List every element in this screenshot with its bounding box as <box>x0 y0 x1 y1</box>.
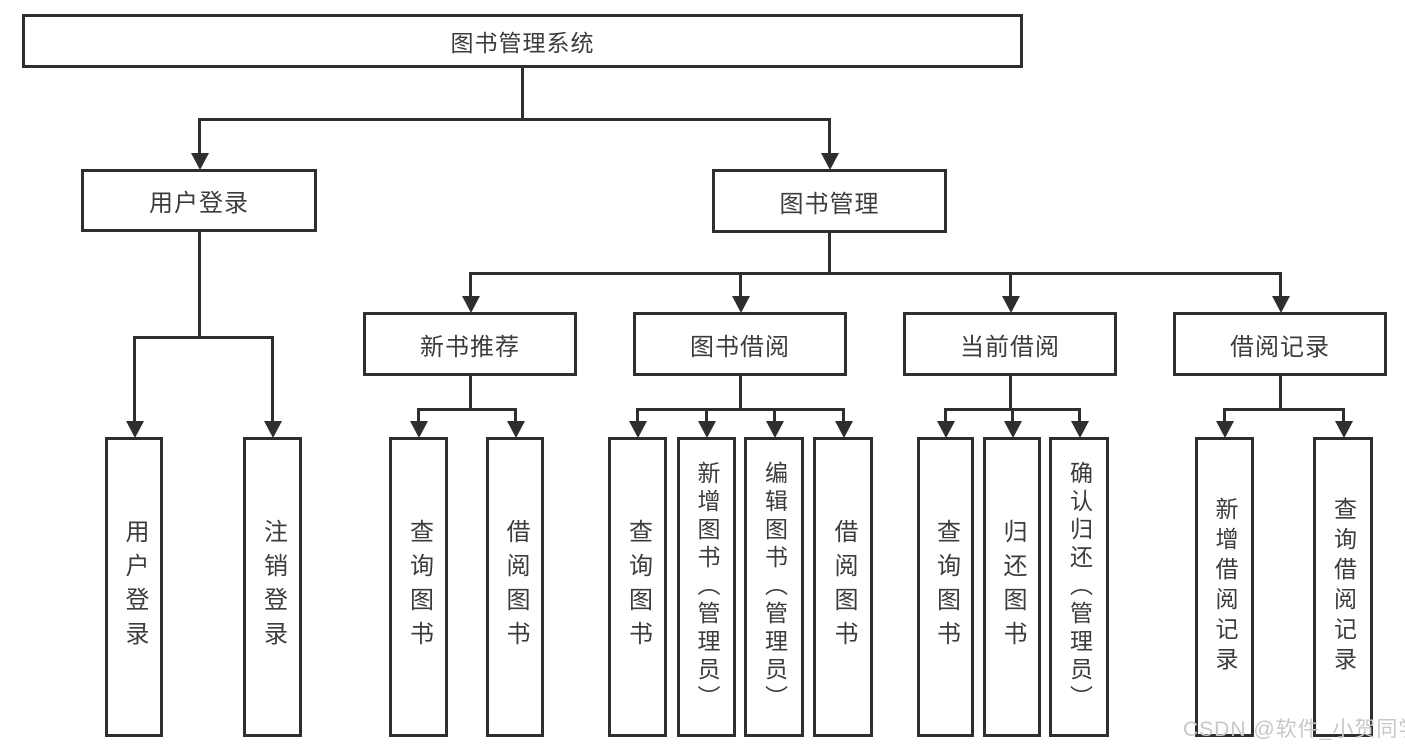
node-user-login: 用户登录 <box>81 169 317 232</box>
connector-line <box>739 376 742 408</box>
connector-line <box>417 408 517 411</box>
leaf-borrow-query: 查询图书 <box>608 437 667 737</box>
leaf-label: 查询图书 <box>624 519 652 655</box>
connector-line <box>944 408 947 424</box>
leaf-borrow-add-admin: 新增图书（管理员） <box>677 437 736 737</box>
node-library-system: 图书管理系统 <box>22 14 1023 68</box>
leaf-label: 查询借阅记录 <box>1330 497 1357 677</box>
arrow-down-icon <box>821 153 839 170</box>
leaf-current-query: 查询图书 <box>917 437 974 737</box>
connector-line <box>198 118 201 156</box>
node-book-management: 图书管理 <box>712 169 947 233</box>
connector-line <box>828 233 831 272</box>
connector-line <box>198 232 201 336</box>
leaf-label: 确认归还（管理员） <box>1066 461 1093 713</box>
connector-line <box>469 376 472 408</box>
connector-line <box>842 408 845 424</box>
connector-line <box>514 408 517 424</box>
connector-line <box>1078 408 1081 424</box>
leaf-records-add: 新增借阅记录 <box>1195 437 1254 737</box>
leaf-borrow-borrow: 借阅图书 <box>813 437 873 737</box>
connector-line <box>469 272 472 298</box>
arrow-down-icon <box>191 153 209 170</box>
leaf-current-confirm-admin: 确认归还（管理员） <box>1049 437 1109 737</box>
arrow-down-icon <box>835 421 853 438</box>
connector-line <box>1342 408 1345 424</box>
arrow-down-icon <box>1071 421 1089 438</box>
node-book-borrow: 图书借阅 <box>633 312 847 376</box>
connector-line <box>1223 408 1226 424</box>
connector-line <box>1279 272 1282 298</box>
connector-line <box>739 272 742 298</box>
leaf-label: 编辑图书（管理员） <box>761 461 788 713</box>
arrow-down-icon <box>462 296 480 313</box>
arrow-down-icon <box>1004 421 1022 438</box>
arrow-down-icon <box>1335 421 1353 438</box>
arrow-down-icon <box>732 296 750 313</box>
connector-line <box>469 272 1282 275</box>
arrow-down-icon <box>698 421 716 438</box>
connector-line <box>1009 272 1012 298</box>
connector-line <box>271 336 274 424</box>
connector-line <box>705 408 708 424</box>
arrow-down-icon <box>629 421 647 438</box>
node-borrow-records: 借阅记录 <box>1173 312 1387 376</box>
leaf-current-return: 归还图书 <box>983 437 1041 737</box>
connector-line <box>636 408 845 411</box>
connector-line <box>1223 408 1345 411</box>
arrow-down-icon <box>766 421 784 438</box>
connector-line <box>133 336 274 339</box>
connector-line <box>828 118 831 156</box>
leaf-newbooks-borrow: 借阅图书 <box>486 437 544 737</box>
leaf-label: 查询图书 <box>405 519 433 655</box>
node-current-borrow: 当前借阅 <box>903 312 1117 376</box>
arrow-down-icon <box>264 421 282 438</box>
connector-line <box>417 408 420 424</box>
connector-line <box>636 408 639 424</box>
leaf-label: 归还图书 <box>999 519 1026 655</box>
leaf-logout: 注销登录 <box>243 437 302 737</box>
leaf-label: 借阅图书 <box>830 519 857 655</box>
connector-line <box>521 68 524 120</box>
leaf-label: 借阅图书 <box>502 519 529 655</box>
leaf-records-query: 查询借阅记录 <box>1313 437 1373 737</box>
connector-line <box>133 336 136 424</box>
connector-line <box>773 408 776 424</box>
leaf-label: 查询图书 <box>932 519 960 655</box>
arrow-down-icon <box>1216 421 1234 438</box>
arrow-down-icon <box>1272 296 1290 313</box>
connector-line <box>1011 408 1014 424</box>
leaf-user-login: 用户登录 <box>105 437 163 737</box>
leaf-label: 注销登录 <box>259 519 287 655</box>
leaf-label: 新增借阅记录 <box>1212 497 1238 677</box>
watermark: CSDN @软件_小贺同学 <box>1183 718 1405 741</box>
connector-line <box>1279 376 1282 408</box>
arrow-down-icon <box>410 421 428 438</box>
leaf-label: 用户登录 <box>121 519 148 655</box>
arrow-down-icon <box>1002 296 1020 313</box>
connector-line <box>1009 376 1012 408</box>
arrow-down-icon <box>937 421 955 438</box>
arrow-down-icon <box>126 421 144 438</box>
connector-line <box>198 118 831 121</box>
arrow-down-icon <box>507 421 525 438</box>
leaf-newbooks-query: 查询图书 <box>389 437 448 737</box>
leaf-borrow-edit-admin: 编辑图书（管理员） <box>744 437 804 737</box>
leaf-label: 新增图书（管理员） <box>694 461 720 713</box>
node-new-book-recommend: 新书推荐 <box>363 312 577 376</box>
